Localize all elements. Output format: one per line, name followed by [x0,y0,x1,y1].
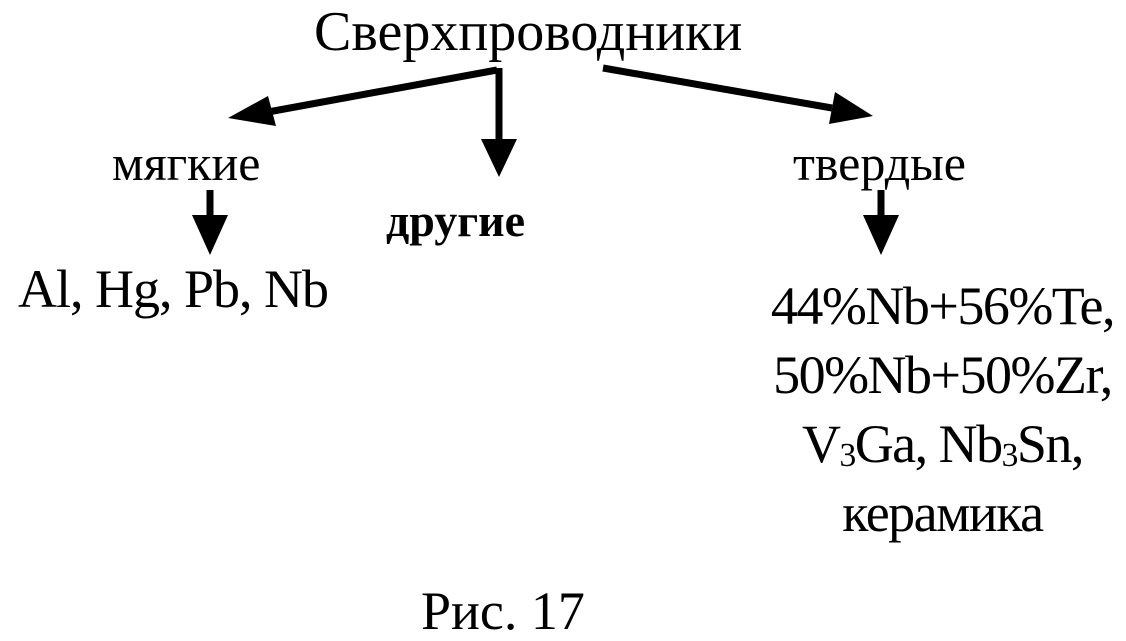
hard-example-line: керамика [842,483,1044,543]
formula-part: Ga, Nb [854,414,1003,474]
arrow-root-to-soft [228,66,498,126]
hard-branch-label: твердые [793,135,966,191]
hard-example-line: 44%Nb+56%Te, [770,276,1116,336]
other-branch-label: другие [386,195,526,246]
formula-part: Sn, [1016,414,1085,474]
root-node-label: Сверхпроводники [314,1,743,63]
arrow-hard-to-examples [863,190,899,255]
arrow-soft-to-examples [192,190,228,255]
formula-subscript: 3 [1001,437,1019,475]
hard-example-line-formula: V3Ga, Nb3Sn, [771,410,1114,479]
soft-branch-label: мягкие [112,135,261,191]
hard-examples-list: 44%Nb+56%Te, 50%Nb+50%Zr, V3Ga, Nb3Sn, к… [770,272,1116,548]
arrow-root-to-other [481,68,517,177]
hard-example-line: 50%Nb+50%Zr, [773,345,1113,405]
formula-part: V [801,414,841,474]
figure-caption: Рис. 17 [421,581,585,641]
arrow-root-to-hard [602,64,873,124]
soft-examples-list: Al, Hg, Pb, Nb [18,259,329,319]
formula-subscript: 3 [839,437,856,475]
